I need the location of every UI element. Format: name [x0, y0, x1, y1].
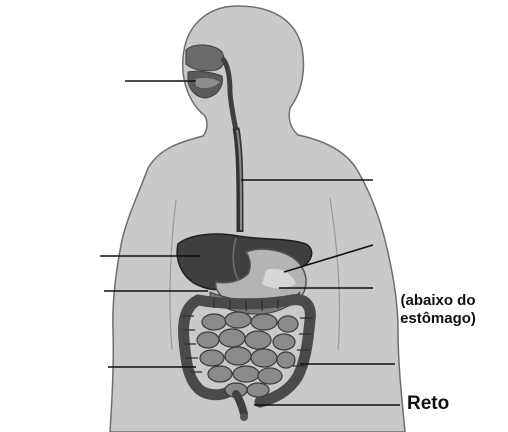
- nasal-cavity: [185, 44, 225, 72]
- pharynx: [220, 56, 239, 131]
- tongue: [194, 77, 220, 89]
- small-intestine: [196, 311, 299, 398]
- anus: [240, 413, 248, 421]
- rectum: [232, 390, 248, 418]
- stomach-shade: [262, 268, 296, 289]
- colon-haustra: [182, 298, 312, 373]
- left-arm-line: [169, 199, 177, 351]
- label-rectum: Reto: [407, 393, 450, 414]
- colon: [178, 294, 316, 408]
- body-silhouette: [109, 5, 406, 432]
- leader-line-stomach: [283, 244, 374, 273]
- esophagus-highlight: [236, 129, 242, 231]
- right-arm-line: [329, 197, 341, 351]
- label-below-stomach: (abaixo do estômago): [400, 292, 476, 327]
- liver-lobe-line: [232, 237, 239, 281]
